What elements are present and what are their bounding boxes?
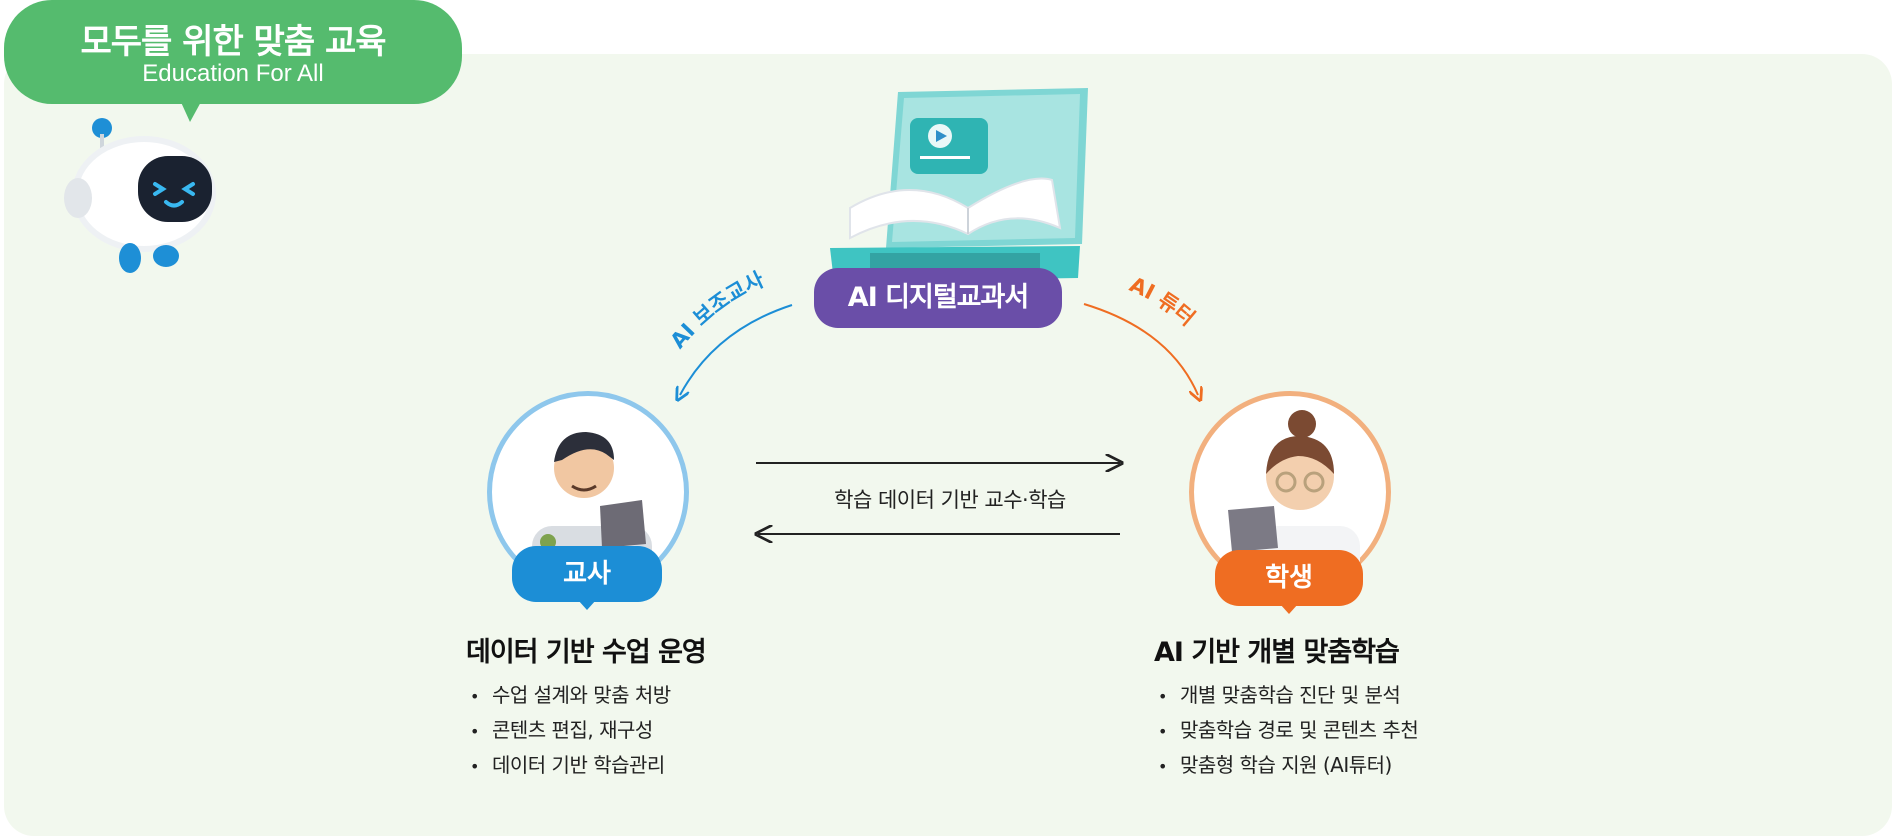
teacher-badge-label: 교사 [563,559,611,589]
title-bubble: 모두를 위한 맞춤 교육 Education For All [4,0,462,122]
teacher-bullet-item: 데이터 기반 학습관리 [470,748,671,783]
student-badge-label: 학생 [1265,563,1313,593]
student-badge-tail [1280,604,1298,614]
teacher-bullet-item: 수업 설계와 맞춤 처방 [470,678,671,713]
title-bubble-tail [180,100,202,122]
svg-text:AI 튜터: AI 튜터 [1126,272,1199,330]
student-bullet-item: 맞춤형 학습 지원 (AI튜터) [1158,748,1418,783]
student-bullet-item: 개별 맞춤학습 진단 및 분석 [1158,678,1418,713]
svg-text:AI 보조교사: AI 보조교사 [666,267,769,353]
ai-tutor-label: AI 튜터 [1126,272,1199,330]
title-sub: Education For All [142,60,324,87]
data-flow-label: 학습 데이터 기반 교수·학습 [834,488,1066,512]
student-badge: 학생 [1215,550,1363,614]
student-bullet-item: 맞춤학습 경로 및 콘텐츠 추천 [1158,713,1419,748]
teacher-bullet-list: 수업 설계와 맞춤 처방 콘텐츠 편집, 재구성 데이터 기반 학습관리 [470,678,671,783]
teacher-badge: 교사 [512,546,662,610]
teacher-heading: 데이터 기반 수업 운영 [466,637,707,668]
title-main: 모두를 위한 맞춤 교육 [80,22,386,62]
student-bullet-list: 개별 맞춤학습 진단 및 분석 맞춤학습 경로 및 콘텐츠 추천 맞춤형 학습 … [1158,678,1419,783]
ai-textbook-badge: AI 디지털교과서 [814,268,1062,328]
ai-assistant-label: AI 보조교사 [666,267,769,353]
ai-assistant-arrow [680,304,793,395]
teacher-badge-tail [578,600,596,610]
robot-mascot-icon [64,118,216,273]
teacher-bullet-item: 콘텐츠 편집, 재구성 [470,713,671,748]
student-heading: AI 기반 개별 맞춤학습 [1154,637,1400,668]
ai-tutor-arrow [1083,303,1198,395]
